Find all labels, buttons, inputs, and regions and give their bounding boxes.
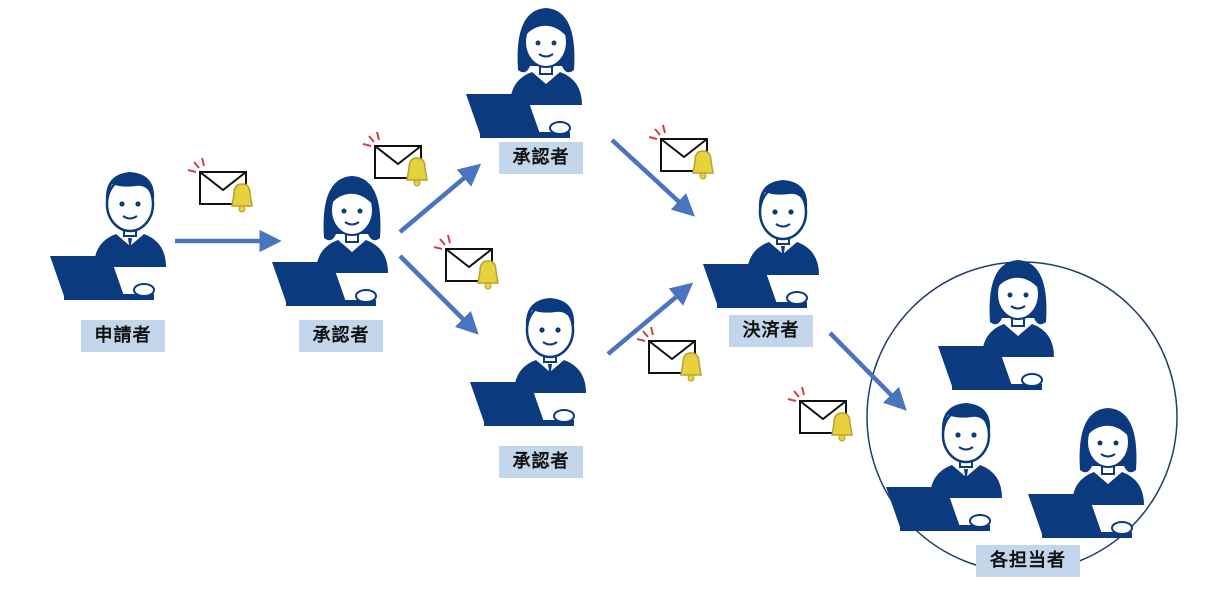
- arrow-icon: [398, 254, 479, 335]
- envelope-icon: [648, 124, 714, 180]
- label-approver-1: 承認者: [299, 320, 383, 352]
- arrow-icon: [828, 331, 907, 411]
- person-icon: [468, 296, 588, 428]
- envelope-icon: [433, 234, 499, 290]
- person-icon: [884, 401, 1004, 533]
- person-icon: [937, 259, 1055, 391]
- envelope-icon: [787, 386, 853, 442]
- flow-arrows: [175, 138, 907, 411]
- label-applicant: 申請者: [81, 320, 165, 352]
- arrow-icon: [610, 138, 695, 217]
- label-decider: 決済者: [729, 315, 813, 347]
- label-approver-top: 承認者: [499, 142, 583, 174]
- person-icon: [48, 170, 168, 302]
- arrow-icon: [606, 282, 694, 356]
- person-icon: [1027, 407, 1145, 539]
- envelope-icon: [187, 157, 253, 213]
- person-icon: [701, 178, 821, 310]
- envelope-icon: [362, 131, 428, 187]
- label-staff-group: 各担当者: [976, 545, 1080, 577]
- envelope-icon: [636, 326, 702, 382]
- arrow-icon: [398, 163, 482, 234]
- label-approver-bottom: 承認者: [499, 446, 583, 478]
- person-icon: [465, 7, 583, 139]
- person-icon: [271, 175, 389, 307]
